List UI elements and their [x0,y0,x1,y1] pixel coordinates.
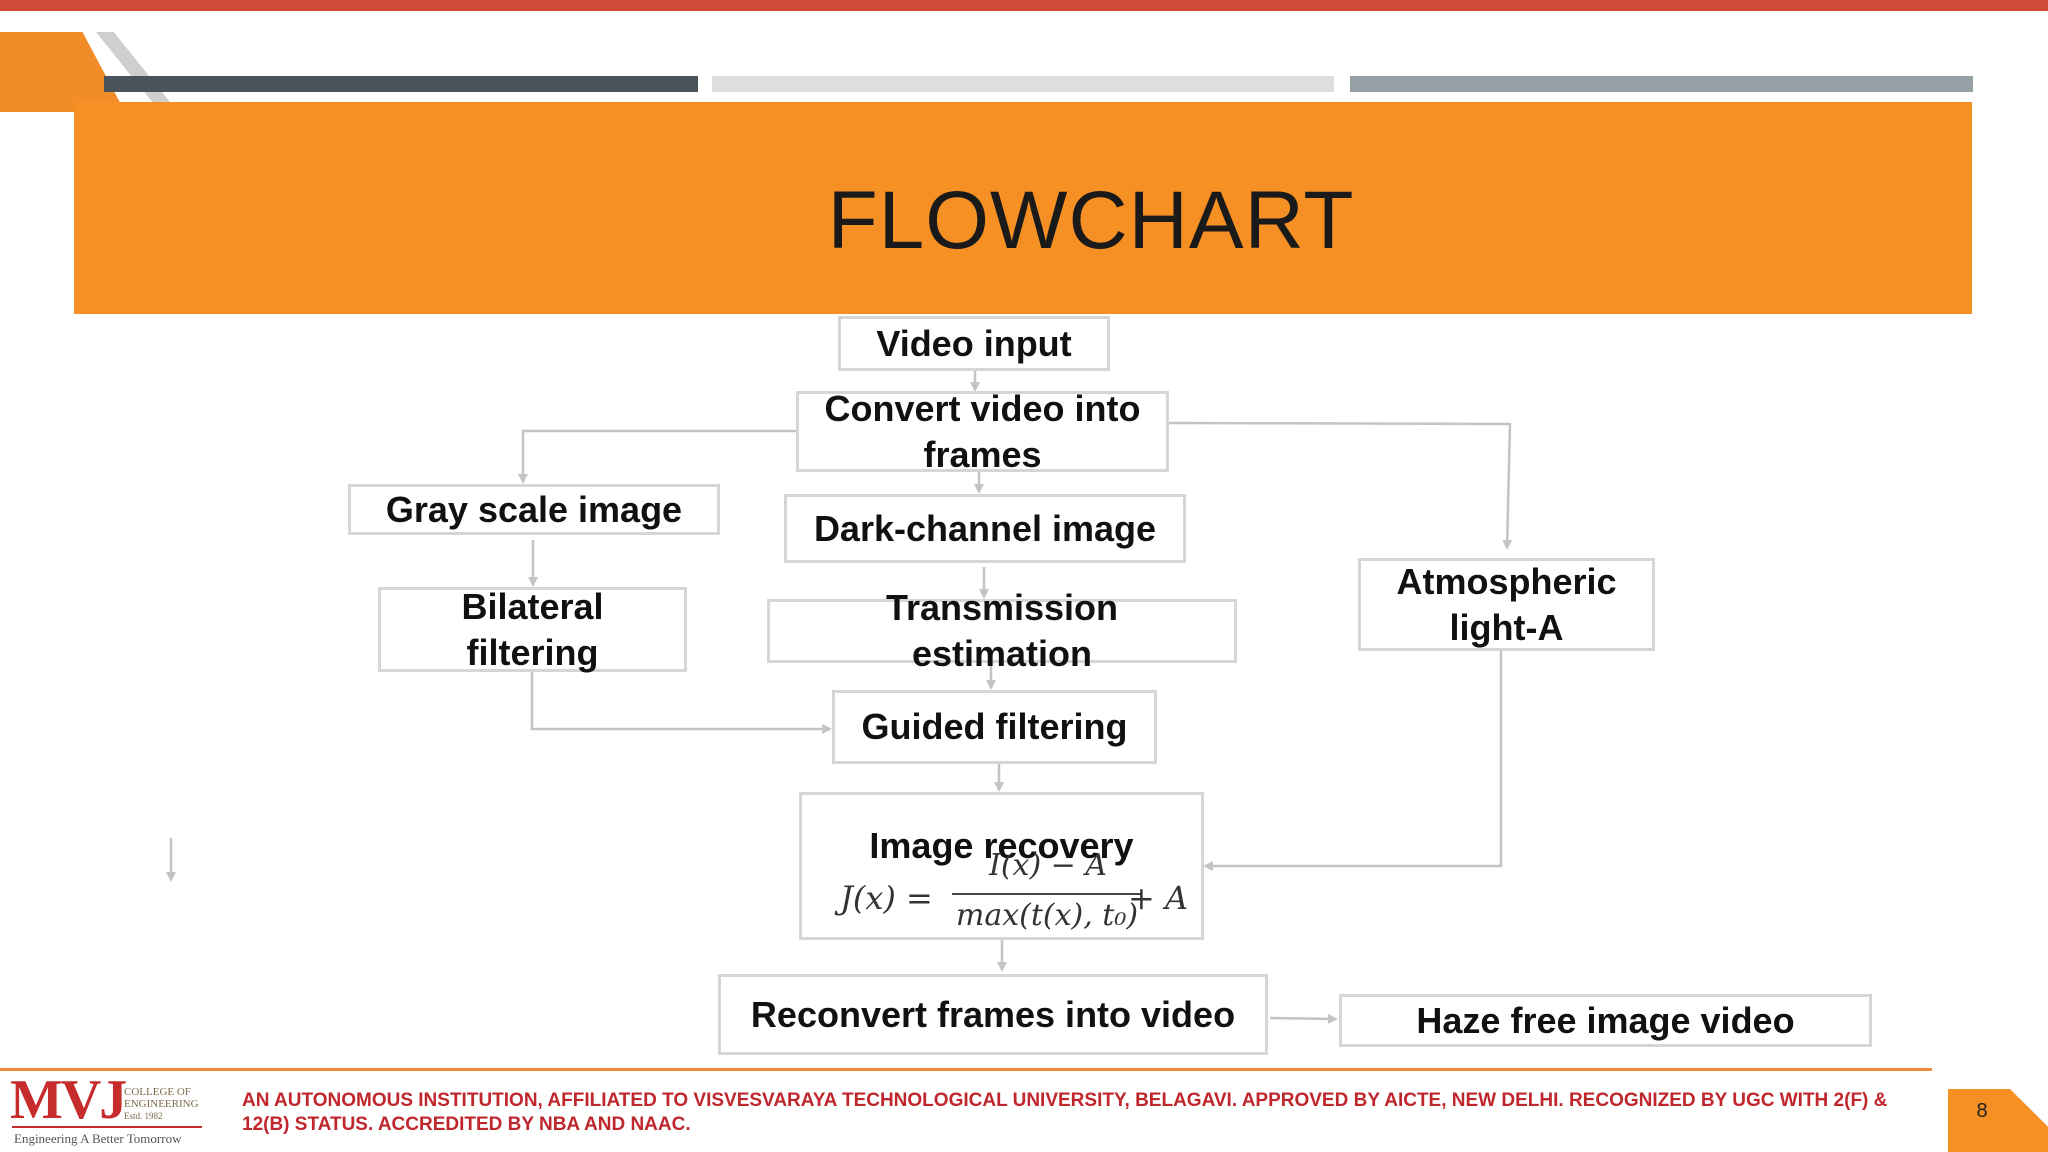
node-convert-frames: Convert video into frames [796,388,1169,475]
node-guided: Guided filtering [832,690,1157,764]
equation-fraction-bar [952,893,1142,895]
college-logo-text: COLLEGE OF ENGINEERING Estd. 1982 [124,1086,199,1121]
node-image-recovery: Image recovery J(x) = I(x) − A max(t(x),… [799,792,1204,940]
equation-rhs: + A [1128,879,1189,917]
node-reconvert: Reconvert frames into video [718,974,1268,1055]
arrow-convert-to-atmospheric [1168,421,1513,550]
logo-underline [12,1126,202,1128]
header-strip-light [712,76,1334,92]
college-tagline: Engineering A Better Tomorrow [14,1131,182,1146]
equation-lhs: J(x) = [840,879,933,917]
equation-denominator: max(t(x), t₀) [955,898,1139,933]
arrow-bilateral-to-guided [530,672,832,734]
arrow-reconvert-to-hazefree [1269,1013,1338,1024]
node-haze-free: Haze free image video [1339,994,1872,1047]
equation-numerator: I(x) − A [988,848,1108,883]
college-logo: MVJ [10,1069,127,1131]
footer-divider [0,1068,1932,1071]
arrow-convert-to-gray [518,429,797,484]
header-strip-mid [1350,76,1973,92]
node-transmission: Transmission estimation [767,587,1237,674]
slide-title: FLOWCHART [827,175,1355,266]
node-gray-scale: Gray scale image [348,484,720,535]
node-video-input: Video input [838,316,1110,371]
header-strip-dark [104,76,698,92]
node-dark-channel: Dark-channel image [784,494,1186,563]
page-number: 8 [1976,1100,1988,1122]
node-atmospheric: Atmospheric light-A [1358,558,1655,651]
accreditation-text: AN AUTONOMOUS INSTITUTION, AFFILIATED TO… [242,1090,1888,1135]
image-recovery-label: Image recovery [869,825,1134,866]
node-bilateral: Bilateral filtering [378,586,687,673]
arrow-atmospheric-to-recovery [1203,648,1503,871]
top-accent-bar [0,0,2048,11]
title-banner: FLOWCHART [74,102,1972,314]
